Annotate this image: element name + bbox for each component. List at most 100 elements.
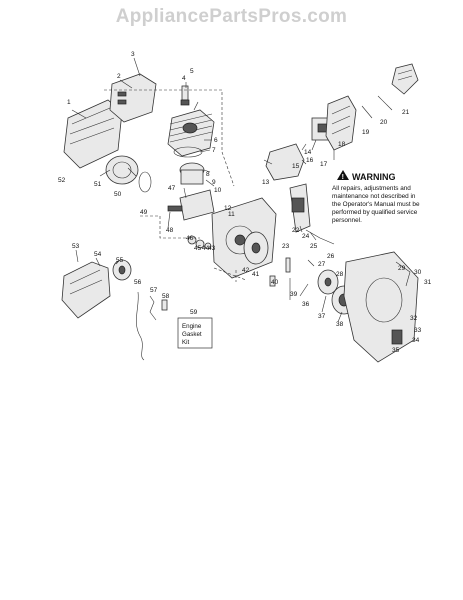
spark-plug <box>180 85 190 106</box>
callout-number: 15 <box>292 163 300 170</box>
crankshaft <box>167 189 215 250</box>
callout-number: 46 <box>186 235 194 242</box>
callout-number: 2 <box>117 73 121 80</box>
filter-housing <box>105 155 139 185</box>
callout-number: 37 <box>318 313 326 320</box>
callout-number: 31 <box>424 279 432 286</box>
screw <box>377 95 393 111</box>
warning-line: personnel. <box>332 217 362 224</box>
callout-number: 32 <box>410 315 418 322</box>
callout-number: 54 <box>94 251 102 258</box>
callout-number: 50 <box>114 191 122 198</box>
cylinder-gasket <box>173 146 203 158</box>
trimmer-guard <box>61 261 111 319</box>
gasket-ring <box>138 171 152 193</box>
callout-number: 18 <box>338 141 346 148</box>
callout-number: 56 <box>134 279 142 286</box>
air-filter-cover <box>325 95 357 151</box>
piston <box>179 162 205 185</box>
callout-number: 5 <box>190 68 194 75</box>
callout-number: 25 <box>310 243 318 250</box>
callout-number: 48 <box>166 227 174 234</box>
callout-number: 28 <box>336 271 344 278</box>
callout-number: 34 <box>412 337 420 344</box>
callout-number: 39 <box>290 291 298 298</box>
callout-number: 47 <box>168 185 176 192</box>
kit-label-line: Engine <box>182 323 202 330</box>
callout-number: 24 <box>302 233 310 240</box>
callout-number: 43 <box>208 245 216 252</box>
warning-icon <box>337 170 349 180</box>
callout-number: 17 <box>320 161 328 168</box>
callout-number: 41 <box>252 271 260 278</box>
warning-exclaim: ! <box>342 174 344 181</box>
callout-number: 6 <box>214 137 218 144</box>
callout-number: 44 <box>202 245 210 252</box>
callout-number: 59 <box>190 309 198 316</box>
crankcase <box>211 197 277 279</box>
leader-lines <box>71 57 343 323</box>
screw <box>361 105 373 119</box>
callouts: 1 2 3 4 5 6 7 8 9 10 11 12 13 14 15 16 1… <box>58 51 432 354</box>
callout-number: 12 <box>224 205 232 212</box>
flywheel <box>243 231 269 265</box>
callout-number: 7 <box>212 147 216 154</box>
callout-number: 45 <box>194 245 202 252</box>
callout-number: 10 <box>214 187 222 194</box>
warning-block: ! WARNING All repairs, adjustments and m… <box>332 170 420 224</box>
callout-number: 4 <box>182 75 186 82</box>
callout-number: 29 <box>398 265 406 272</box>
callout-number: 42 <box>242 267 250 274</box>
callout-number: 36 <box>302 301 310 308</box>
callout-number: 33 <box>414 327 422 334</box>
carburetor <box>265 117 337 181</box>
callout-number: 53 <box>72 243 80 250</box>
callout-number: 3 <box>131 51 135 58</box>
muffler-shield <box>63 99 123 169</box>
filter-knob <box>391 63 419 95</box>
callout-number: 13 <box>262 179 270 186</box>
assembly-outline <box>104 89 247 281</box>
callout-number: 9 <box>212 179 216 186</box>
callout-number: 57 <box>150 287 158 294</box>
callout-number: 51 <box>94 181 102 188</box>
callout-number: 26 <box>327 253 335 260</box>
callout-number: 35 <box>392 347 400 354</box>
gasket-kit-box: Engine Gasket Kit <box>177 317 213 349</box>
callout-number: 19 <box>362 129 370 136</box>
callout-number: 1 <box>67 99 71 106</box>
callout-number: 20 <box>380 119 388 126</box>
callout-number: 14 <box>304 149 312 156</box>
warning-line: performed by qualified service <box>332 209 418 216</box>
warning-line: maintenance not described in <box>332 193 416 200</box>
callout-number: 49 <box>140 209 148 216</box>
callout-number: 11 <box>228 211 235 218</box>
small-clip <box>161 299 168 311</box>
hex-key <box>149 295 157 321</box>
cylinder <box>167 109 215 157</box>
trimmer-line <box>136 291 145 361</box>
callout-number: 21 <box>402 109 410 116</box>
muffler <box>109 73 157 123</box>
callout-number: 27 <box>318 261 326 268</box>
warning-line: All repairs, adjustments and <box>332 185 411 192</box>
callout-number: 40 <box>271 279 279 286</box>
starter-housing <box>343 251 419 363</box>
warning-line: the Operator's Manual must be <box>332 201 420 208</box>
trimmer-head <box>112 259 132 281</box>
kit-label-line: Gasket <box>182 331 202 338</box>
callout-number: 38 <box>336 321 344 328</box>
stud <box>285 257 291 273</box>
callout-number: 30 <box>414 269 422 276</box>
callout-number: 52 <box>58 177 66 184</box>
callout-number: 58 <box>162 293 170 300</box>
kit-label-line: Kit <box>182 339 190 346</box>
ignition-module <box>289 183 311 233</box>
warning-title: WARNING <box>352 172 396 182</box>
watermark: AppliancePartsPros.com <box>115 6 348 27</box>
callout-number: 55 <box>116 257 124 264</box>
callout-number: 23 <box>282 243 290 250</box>
callout-number: 16 <box>306 157 314 164</box>
starter-pulley <box>317 269 339 295</box>
